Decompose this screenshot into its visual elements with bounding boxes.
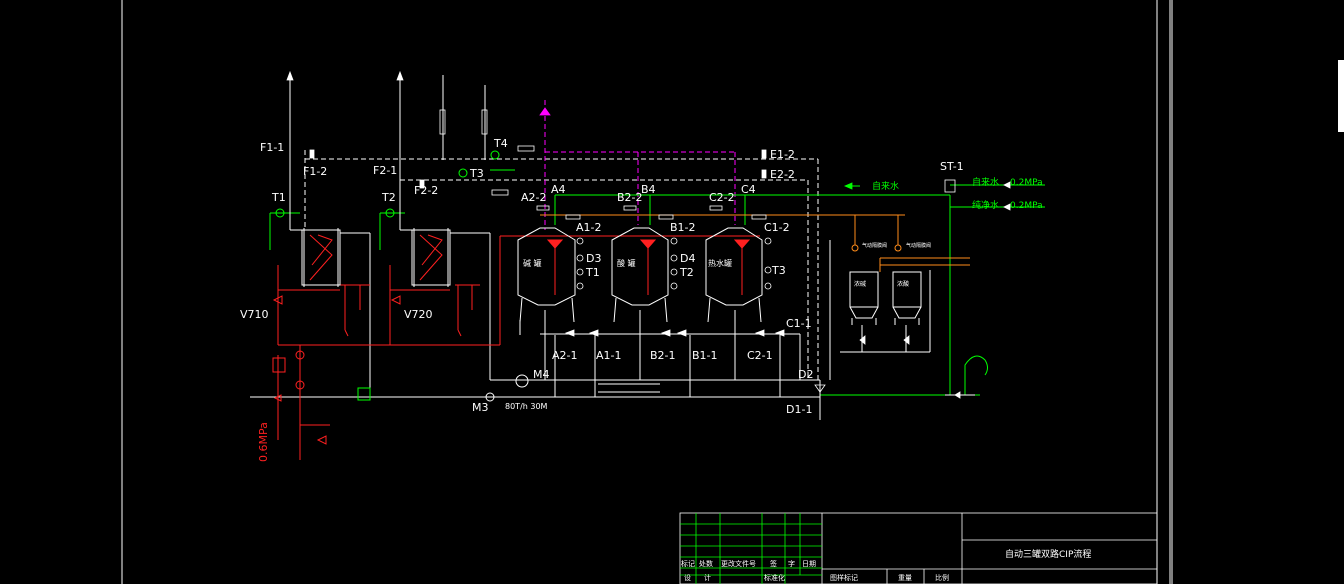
process-piping <box>250 75 975 420</box>
tb-stage-mark: 图样标记 <box>830 573 858 582</box>
drawing-frame <box>121 0 1173 584</box>
label-b2-2: B2-2 <box>617 191 643 204</box>
label-f2-1: F2-1 <box>373 164 397 177</box>
return-lines <box>544 100 736 230</box>
temp-sensors <box>275 150 500 218</box>
label-a2-1: A2-1 <box>552 349 578 362</box>
tb-change-doc: 更改文件号 <box>721 559 756 568</box>
label-t1: T1 <box>271 191 286 204</box>
label-t3-tank: T3 <box>771 264 786 277</box>
label-c1-2: C1-2 <box>764 221 790 234</box>
label-b1-2: B1-2 <box>670 221 696 234</box>
pure-water-label: 纯净水 <box>972 199 999 211</box>
label-b2-1: B2-1 <box>650 349 676 362</box>
label-st-1: ST-1 <box>940 160 964 173</box>
label-a4: A4 <box>551 183 566 196</box>
title-block <box>679 512 1158 584</box>
flow-arrows <box>286 70 853 393</box>
tb-design2: 计 <box>704 573 711 582</box>
tb-scale: 比例 <box>935 573 949 582</box>
tb-date: 日期 <box>802 560 816 568</box>
label-t2-tank: T2 <box>679 266 694 279</box>
label-f2-2: F2-2 <box>414 184 438 197</box>
heat-exchanger-2 <box>411 228 451 287</box>
label-c4: C4 <box>741 183 756 196</box>
small-tanks <box>849 271 922 325</box>
steam-lines <box>277 235 760 460</box>
tb-count: 处数 <box>699 559 713 568</box>
label-f1-1: F1-1 <box>260 141 284 154</box>
pure-water-pressure: 0.2MPa <box>1010 201 1043 211</box>
tb-sign1: 签 <box>770 559 777 568</box>
tank3-name: 热水罐 <box>708 258 732 268</box>
tank-alkali <box>517 227 576 323</box>
filter-icon <box>357 387 371 401</box>
title-block-grid <box>680 513 822 584</box>
label-a1-2: A1-2 <box>576 221 602 234</box>
label-t4: T4 <box>493 137 508 150</box>
pump-m3-icon <box>485 392 495 402</box>
label-m4: M4 <box>533 368 550 381</box>
label-d2: D2 <box>798 368 813 381</box>
air-valve1-label: 气动隔膜阀 <box>862 242 887 249</box>
label-d3: D3 <box>586 252 601 265</box>
tank1-name: 碱 罐 <box>523 258 542 268</box>
label-t3: T3 <box>469 167 484 180</box>
tb-mark: 标记 <box>681 559 695 568</box>
steam-instruments <box>272 295 462 445</box>
tank2-name: 酸 罐 <box>617 258 636 268</box>
tank-hot-water <box>705 227 763 323</box>
tap-water-pressure: 0.2MPa <box>1010 178 1043 188</box>
label-v720: V720 <box>404 308 433 321</box>
tap-water-label: 自来水 <box>972 176 999 188</box>
valve-markers-orange <box>851 244 902 252</box>
tb-standard: 标准化 <box>764 573 785 582</box>
label-b4: B4 <box>641 183 656 196</box>
tb-weight: 重量 <box>898 574 912 582</box>
valve-symbols <box>309 109 1011 399</box>
label-a2-2: A2-2 <box>521 191 547 204</box>
tank-acid <box>611 227 669 323</box>
label-t2: T2 <box>381 191 396 204</box>
scroll-indicator[interactable] <box>1338 60 1344 132</box>
steam-pressure-label: 0.6MPa <box>257 422 270 462</box>
label-v710: V710 <box>240 308 269 321</box>
label-c1-1: C1-1 <box>786 317 812 330</box>
label-d4: D4 <box>680 252 695 265</box>
tb-design1: 设 <box>684 573 691 582</box>
instrument-circles <box>576 237 772 290</box>
label-a1-1: A1-1 <box>596 349 622 362</box>
label-t1-tank: T1 <box>585 266 600 279</box>
heat-exchanger-1 <box>301 228 341 287</box>
label-f1-2: F1-2 <box>303 165 327 178</box>
label-d1-1: D1-1 <box>786 403 812 416</box>
heat-lines <box>540 214 970 272</box>
label-e1-2: E1-2 <box>770 148 795 161</box>
label-c2-1: C2-1 <box>747 349 773 362</box>
label-m3: M3 <box>472 401 489 414</box>
pump-m4-icon <box>515 374 529 388</box>
tb-sign2: 字 <box>788 559 795 568</box>
label-c2-2: C2-2 <box>709 191 735 204</box>
small-tank1-name: 浓碱 <box>854 280 866 288</box>
label-e2-2: E2-2 <box>770 168 795 181</box>
supply-water-label: 自来水 <box>872 180 899 192</box>
drawing-title: 自动三罐双路CIP流程 <box>1005 548 1091 560</box>
air-valve2-label: 气动隔膜阀 <box>906 242 931 249</box>
label-b1-1: B1-1 <box>692 349 718 362</box>
small-tank2-name: 浓酸 <box>897 280 909 288</box>
pump-rating: 80T/h 30M <box>505 402 548 411</box>
